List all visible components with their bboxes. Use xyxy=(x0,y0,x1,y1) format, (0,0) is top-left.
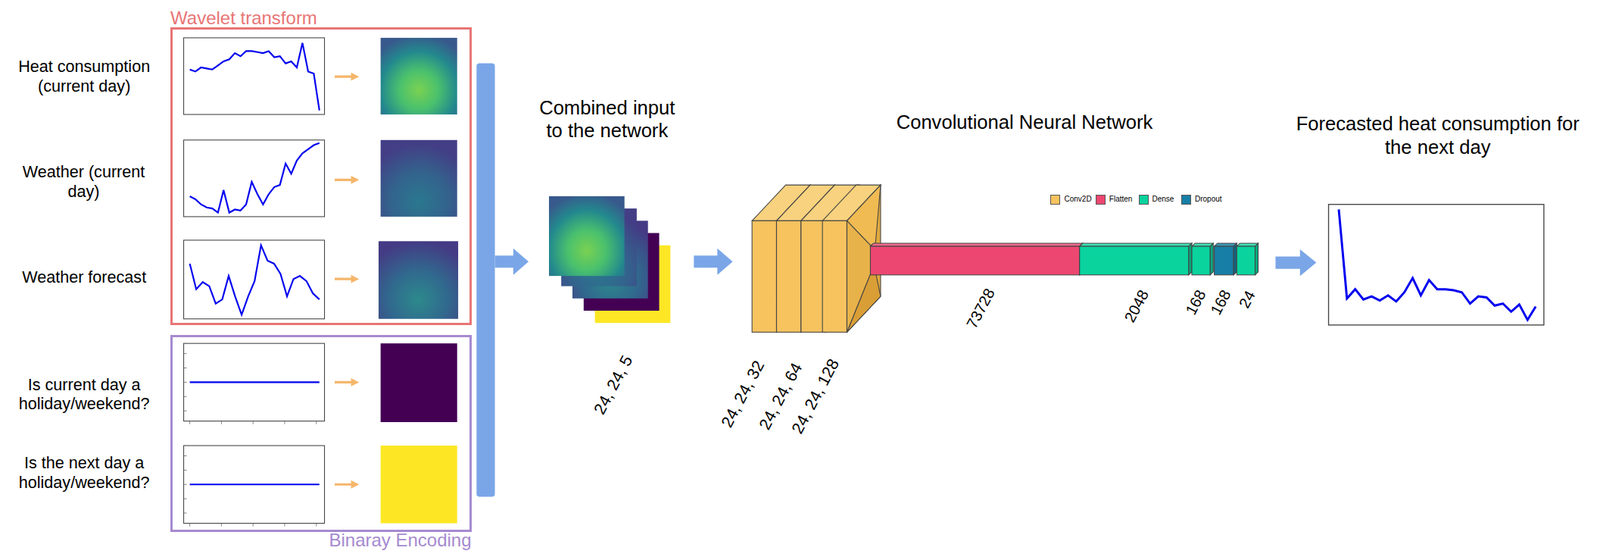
input-plot xyxy=(184,140,325,217)
encoding-group: Binaray Encoding xyxy=(170,334,472,532)
tick xyxy=(221,522,222,526)
dense-layer xyxy=(1079,243,1192,247)
input-name: Is the next day a holiday/weekend? xyxy=(3,452,165,493)
tick xyxy=(184,483,188,485)
tick xyxy=(252,421,254,425)
legend-text: Flatten xyxy=(1109,194,1133,204)
tick xyxy=(252,522,254,526)
transform-arrow xyxy=(334,175,359,185)
transform-arrow xyxy=(334,480,359,489)
group-title: Binaray Encoding xyxy=(328,530,471,550)
tick xyxy=(283,522,285,526)
tick xyxy=(221,421,222,425)
input-plot xyxy=(184,343,325,421)
dense-layer xyxy=(1191,246,1211,275)
tick xyxy=(184,512,188,514)
shape-label: 73728 xyxy=(962,284,999,331)
legend-text: Conv2D xyxy=(1064,194,1092,204)
input-name: Weather forecast xyxy=(3,267,165,287)
legend-swatch xyxy=(1095,194,1106,205)
transform-arrow xyxy=(334,274,359,284)
output-plot xyxy=(1328,204,1544,325)
series-line xyxy=(190,380,320,383)
tick xyxy=(184,352,188,354)
conv-layer xyxy=(822,220,847,332)
dense-layer xyxy=(1236,246,1255,275)
series-line xyxy=(190,483,320,485)
conv-layer xyxy=(801,220,826,332)
group-title: Wavelet transform xyxy=(170,8,318,29)
dense-layer xyxy=(1210,243,1214,275)
wavelet-image xyxy=(380,37,458,115)
conv-layer xyxy=(776,220,802,332)
tick xyxy=(283,421,285,425)
conv-layer xyxy=(751,220,777,332)
stage-title: Convolutional Neural Network xyxy=(871,110,1178,135)
stage-title: Combined input to the network xyxy=(529,96,685,143)
conv-taper xyxy=(846,220,871,332)
forecast-line xyxy=(1338,208,1536,320)
binary-image xyxy=(380,445,458,523)
tick xyxy=(315,522,317,526)
flow-arrow xyxy=(693,248,733,275)
flatten-layer xyxy=(870,243,1083,247)
input-plot xyxy=(184,445,325,523)
input-plot xyxy=(184,37,325,115)
legend-text: Dense xyxy=(1151,194,1174,204)
flow-arrow xyxy=(495,248,529,275)
input-name: Is current day a holiday/weekend? xyxy=(3,374,165,415)
legend-swatch xyxy=(1050,194,1061,205)
wavelet-image xyxy=(378,240,459,319)
tick xyxy=(189,421,191,425)
wavelet-group: Wavelet transform xyxy=(170,27,472,325)
dense-layer xyxy=(1188,243,1192,275)
dropout-layer xyxy=(1233,243,1237,275)
input-plot xyxy=(184,240,325,319)
shape-label: 24, 24, 5 xyxy=(589,352,637,418)
dense-layer xyxy=(1191,243,1214,247)
tick xyxy=(189,522,191,526)
tick xyxy=(184,410,188,412)
dense-layer xyxy=(1255,243,1259,275)
tick xyxy=(184,367,188,369)
legend-swatch xyxy=(1138,194,1149,205)
transform-arrow xyxy=(334,377,359,387)
dense-layer xyxy=(1079,246,1189,275)
dense-layer xyxy=(1236,243,1258,247)
transform-arrow xyxy=(334,72,359,82)
dropout-layer xyxy=(1214,246,1235,275)
dropout-layer xyxy=(1214,243,1238,247)
tick xyxy=(184,455,188,456)
legend-swatch xyxy=(1181,194,1192,205)
tick xyxy=(184,396,188,397)
tick xyxy=(184,469,188,471)
flow-arrow xyxy=(1275,249,1317,276)
legend-text: Dropout xyxy=(1194,194,1223,204)
input-layer xyxy=(548,196,625,276)
tick xyxy=(315,421,317,425)
shape-label: 168 xyxy=(1206,286,1235,318)
tick xyxy=(184,381,188,383)
shape-label: 168 xyxy=(1182,286,1211,318)
flatten-layer xyxy=(870,246,1080,275)
shape-label: 24 xyxy=(1235,286,1260,311)
merge-bar xyxy=(476,63,495,497)
stage-title: Forecasted heat consumption for the next… xyxy=(1295,112,1580,159)
shape-label: 2048 xyxy=(1120,286,1153,326)
input-name: Weather (current day) xyxy=(22,162,146,202)
binary-image xyxy=(380,343,458,422)
series-line xyxy=(190,43,320,111)
tick xyxy=(184,498,188,500)
input-name: Heat consumption (current day) xyxy=(3,56,165,97)
series-line xyxy=(190,143,320,213)
wavelet-image xyxy=(380,140,458,217)
series-line xyxy=(190,245,320,316)
